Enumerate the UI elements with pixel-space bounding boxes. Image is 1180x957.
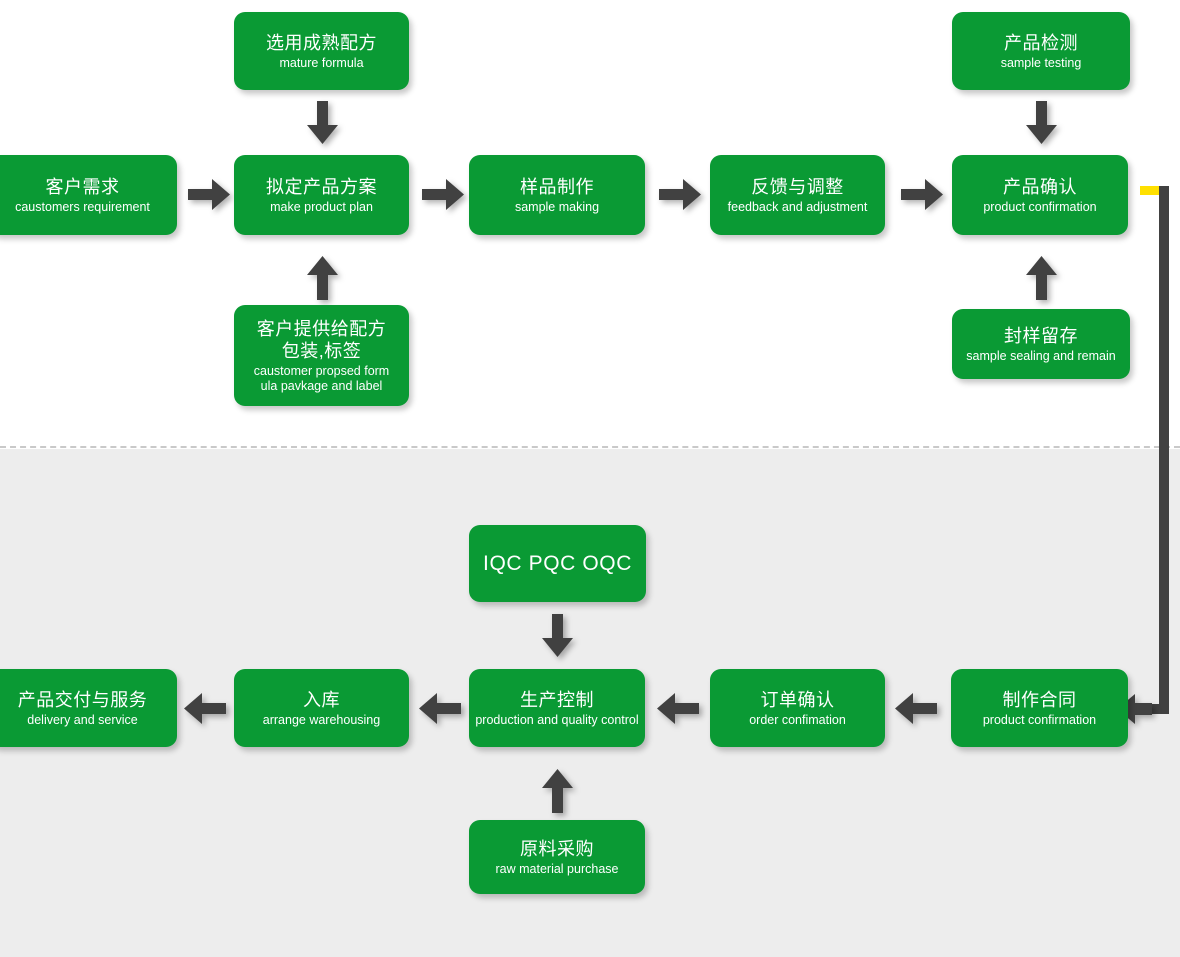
node-label-cn: 产品交付与服务 <box>17 689 148 710</box>
arrow-up-customer-proposed-to-plan <box>306 255 339 301</box>
arrow-down-qc-to-production <box>541 614 574 658</box>
node-label-cn: 产品检测 <box>1004 32 1078 53</box>
node-product-confirmation[interactable]: 产品确认 product confirmation <box>952 155 1128 235</box>
connector-yellow-segment <box>1140 186 1165 195</box>
node-label-en: order confimation <box>749 712 846 727</box>
arrow-left-loop-to-contract <box>1117 692 1153 726</box>
node-mature-formula[interactable]: 选用成熟配方 mature formula <box>234 12 409 90</box>
arrow-right-plan-to-sample <box>422 178 465 211</box>
node-label-en: product confirmation <box>982 712 1097 727</box>
node-label-en: sample testing <box>1000 55 1082 70</box>
node-label-en: product confirmation <box>983 199 1097 214</box>
node-label-cn: IQC PQC OQC <box>483 551 632 575</box>
arrow-up-sealing-to-confirmation <box>1025 255 1058 301</box>
node-sample-sealing[interactable]: 封样留存 sample sealing and remain <box>952 309 1130 379</box>
arrow-right-feedback-to-confirmation <box>901 178 944 211</box>
node-label-en: sample making <box>514 199 600 214</box>
node-label-en: sample sealing and remain <box>966 348 1116 363</box>
node-label-cn: 入库 <box>303 689 340 710</box>
node-feedback-adjustment[interactable]: 反馈与调整 feedback and adjustment <box>710 155 885 235</box>
node-order-confirmation[interactable]: 订单确认 order confimation <box>710 669 885 747</box>
connector-horizontal-line <box>1140 704 1169 714</box>
node-label-cn: 客户需求 <box>45 176 120 197</box>
arrow-left-order-to-production <box>657 692 700 725</box>
node-customer-requirement[interactable]: 客户需求 caustomers requirement <box>0 155 177 235</box>
arrow-right-requirement-to-plan <box>188 178 231 211</box>
node-label-en: mature formula <box>279 55 364 70</box>
node-label-cn: 拟定产品方案 <box>266 176 377 197</box>
node-label-cn: 样品制作 <box>520 176 594 197</box>
node-raw-material-purchase[interactable]: 原料采购 raw material purchase <box>469 820 645 894</box>
node-label-cn: 制作合同 <box>1002 689 1077 710</box>
node-label-en: arrange warehousing <box>262 712 381 727</box>
node-label-cn: 产品确认 <box>1003 176 1077 197</box>
section-divider <box>0 446 1180 448</box>
node-label-en: delivery and service <box>27 712 138 727</box>
node-label-en: feedback and adjustment <box>727 199 868 214</box>
connector-vertical-line <box>1159 186 1169 714</box>
node-label-en: production and quality control <box>475 712 639 727</box>
arrow-down-mature-formula-to-plan <box>306 101 339 145</box>
node-make-product-plan[interactable]: 拟定产品方案 make product plan <box>234 155 409 235</box>
node-label-cn: 反馈与调整 <box>751 176 844 197</box>
node-production-control[interactable]: 生产控制 production and quality control <box>469 669 645 747</box>
node-sample-testing[interactable]: 产品检测 sample testing <box>952 12 1130 90</box>
node-label-cn: 客户提供给配方 包装,标签 <box>256 318 387 361</box>
node-sample-making[interactable]: 样品制作 sample making <box>469 155 645 235</box>
arrow-down-testing-to-confirmation <box>1025 101 1058 145</box>
arrow-left-warehousing-to-delivery <box>184 692 227 725</box>
node-label-cn: 封样留存 <box>1004 325 1078 346</box>
node-label-en: caustomer propsed form ula pavkage and l… <box>253 363 390 393</box>
node-qc-stages[interactable]: IQC PQC OQC <box>469 525 646 602</box>
node-customer-proposed-formula[interactable]: 客户提供给配方 包装,标签 caustomer propsed form ula… <box>234 305 409 406</box>
node-label-en: caustomers requirement <box>15 199 150 214</box>
node-label-cn: 选用成熟配方 <box>266 32 377 53</box>
node-delivery-service[interactable]: 产品交付与服务 delivery and service <box>0 669 177 747</box>
arrow-up-raw-material-to-production <box>541 768 574 814</box>
arrow-left-production-to-warehousing <box>419 692 462 725</box>
node-warehousing[interactable]: 入库 arrange warehousing <box>234 669 409 747</box>
arrow-left-contract-to-order <box>895 692 938 725</box>
node-label-cn: 生产控制 <box>520 689 594 710</box>
node-label-cn: 订单确认 <box>760 689 835 710</box>
node-label-en: raw material purchase <box>495 861 619 876</box>
arrow-right-sample-to-feedback <box>659 178 702 211</box>
node-label-cn: 原料采购 <box>520 838 594 859</box>
node-make-contract[interactable]: 制作合同 product confirmation <box>951 669 1128 747</box>
node-label-en: make product plan <box>270 199 373 214</box>
